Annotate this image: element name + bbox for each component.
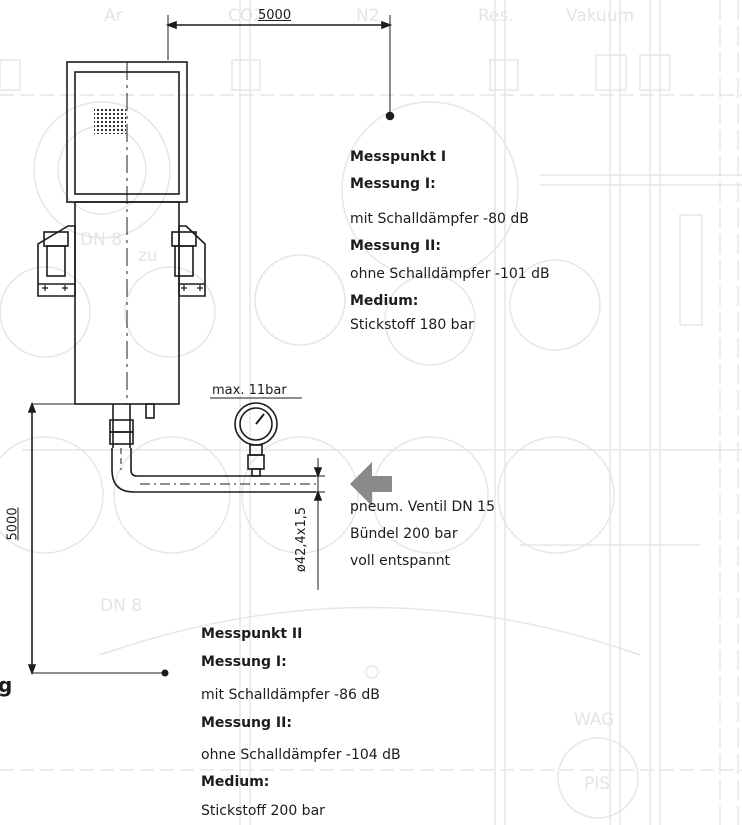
pipe-diameter-label: ø42,4x1,5 <box>294 506 310 573</box>
point2-measurement1-value: mit Schalldämpfer -86 dB <box>201 687 380 703</box>
point1-medium-label: Medium: <box>350 293 419 309</box>
bg-label-zu: zu <box>138 246 158 266</box>
bg-label-n2: N2 <box>356 6 380 26</box>
point2-measurement1-label: Messung I: <box>201 654 287 670</box>
top-dimension-line <box>165 15 393 118</box>
point2-medium-value: Stickstoff 200 bar <box>201 803 325 819</box>
left-dimension-value: 5000 <box>5 507 21 541</box>
point2-title: Messpunkt II <box>201 626 303 642</box>
point1-medium-value: Stickstoff 180 bar <box>350 317 474 333</box>
bg-label-wag: WAG <box>574 710 615 730</box>
bg-label-dn8-top: DN 8 <box>80 230 123 250</box>
bg-label-res: Res. <box>478 6 514 26</box>
flow-arrow <box>350 462 392 506</box>
bg-label-dn8-bottom: DN 8 <box>100 596 143 616</box>
valve-line-1: pneum. Ventil DN 15 <box>350 499 495 515</box>
silencer-perforation <box>94 108 126 134</box>
cropped-left-text: g <box>0 673 13 697</box>
bg-label-ar: Ar <box>104 6 123 26</box>
valve-line-2: Bündel 200 bar <box>350 526 458 542</box>
top-dimension-value: 5000 <box>258 8 292 23</box>
bg-label-pis: PIS <box>584 774 611 794</box>
point1-title: Messpunkt I <box>350 149 447 165</box>
point2-medium-label: Medium: <box>201 774 270 790</box>
bg-label-co2: CO2 <box>228 6 265 26</box>
gauge-max-label: max. 11bar <box>212 383 287 398</box>
point1-measurement2-value: ohne Schalldämpfer -101 dB <box>350 266 550 282</box>
point2-measurement2-value: ohne Schalldämpfer -104 dB <box>201 747 401 763</box>
valve-line-3: voll entspannt <box>350 553 451 569</box>
point2-measurement2-label: Messung II: <box>201 715 292 731</box>
bg-label-vakuum: Vakuum <box>566 6 635 26</box>
point1-measurement2-label: Messung II: <box>350 238 441 254</box>
point1-measurement1-value: mit Schalldämpfer -80 dB <box>350 211 529 227</box>
point1-measurement1-label: Messung I: <box>350 176 436 192</box>
